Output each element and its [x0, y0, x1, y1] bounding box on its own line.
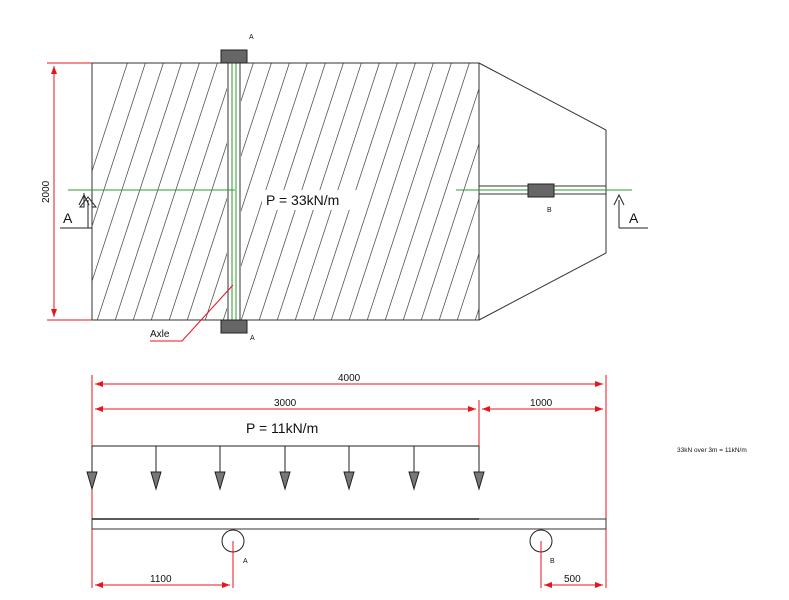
hatch-line	[150, 63, 236, 320]
axle-label: Axle	[150, 329, 170, 340]
support-a-label: A	[243, 558, 248, 565]
support-b-label: B	[550, 558, 555, 565]
bearing-block-top	[220, 49, 248, 64]
right-support-label: B	[547, 207, 552, 214]
bottom-support-label: A	[250, 335, 255, 342]
bearing-block-bottom	[220, 319, 248, 334]
platform-outline	[91, 62, 480, 321]
beam	[91, 518, 607, 530]
beam-load-label: P = 11kN/m	[246, 420, 318, 436]
hatch-line	[92, 63, 164, 283]
plan-load-label: P = 33kN/m	[266, 192, 339, 208]
beam-diagram: 4000 3000 1000 P = 11kN/m A B 1100	[86, 373, 607, 588]
total-length-dimension: 4000	[91, 373, 607, 520]
plan-view: A A B A A P = 33kN/m	[41, 34, 648, 342]
top-support-label: A	[249, 34, 254, 41]
taper-outline	[478, 62, 607, 321]
load-calculation-note: 33kN over 3m = 11kN/m	[677, 447, 747, 454]
axle-leader	[150, 284, 234, 342]
load-arrows	[86, 446, 485, 491]
hatch-line	[132, 63, 218, 320]
hatch-line	[92, 63, 146, 228]
load-length-label: 3000	[274, 398, 297, 409]
section-label-left: A	[63, 210, 73, 226]
hatch-line	[456, 252, 479, 320]
load-arrow	[86, 446, 98, 491]
hatch-line	[330, 63, 416, 320]
bearing-block-right	[527, 183, 555, 198]
hatch-line	[96, 63, 182, 320]
hatch-line	[204, 63, 290, 320]
hatch-line	[420, 142, 479, 320]
load-arrow	[408, 446, 420, 491]
hatch-line	[114, 63, 200, 320]
hatch-line	[348, 63, 434, 320]
hatch-line	[402, 87, 479, 320]
height-dimension-label: 2000	[41, 180, 52, 203]
load-length-dimension: 3000	[95, 398, 480, 478]
section-mark-left: A	[60, 193, 98, 229]
overhang-dimension: 1000	[482, 398, 603, 412]
hatch-line	[438, 197, 479, 320]
right-support-dimension: 500	[544, 529, 607, 588]
hatch-line	[384, 63, 470, 320]
right-support-label: 500	[564, 574, 581, 585]
hatch-line	[168, 63, 254, 320]
left-support-dimension: 1100	[91, 529, 230, 588]
hatch-line	[544, 55, 634, 330]
hatch-line	[366, 63, 452, 320]
overhang-label: 1000	[530, 398, 553, 409]
section-mark-right: A	[613, 193, 648, 229]
load-arrow	[343, 446, 355, 491]
load-arrow	[150, 446, 162, 491]
load-arrow	[473, 446, 485, 491]
height-dimension: 2000	[41, 62, 92, 321]
total-length-label: 4000	[338, 373, 361, 384]
hatch-line	[92, 63, 128, 173]
section-label-right: A	[629, 210, 639, 226]
left-support-label: 1100	[150, 574, 172, 585]
load-arrow	[214, 446, 226, 491]
load-arrow	[279, 446, 291, 491]
